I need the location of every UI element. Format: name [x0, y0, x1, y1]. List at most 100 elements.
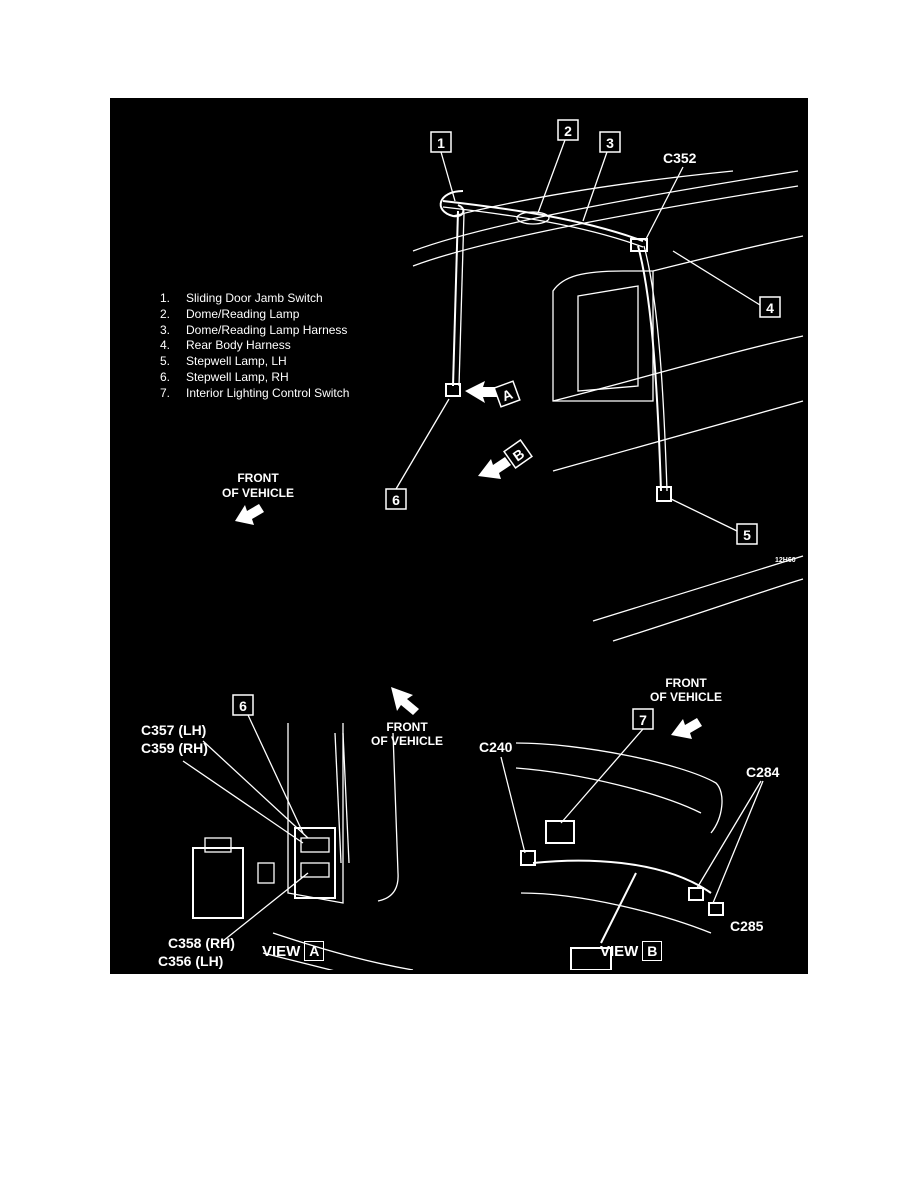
front-of-vehicle-label-top: OF VEHICLE	[222, 486, 294, 500]
harness-right-vertical-2	[643, 245, 668, 492]
view-a-pointer-box	[493, 380, 521, 408]
callout-4-leader	[672, 250, 761, 306]
harness-main	[532, 859, 712, 894]
view-a-drawing: 6 C357 (LH) C359 (RH) C358 (RH) C356 (LH…	[141, 687, 443, 970]
harness-branch	[600, 872, 637, 944]
view-b-callout-7-label: 7	[639, 712, 647, 728]
c357-leader	[202, 740, 309, 839]
socket-shape	[257, 862, 275, 884]
junction-module-shape	[570, 947, 612, 970]
legend-text-2: Dome/Reading Lamp	[186, 307, 300, 321]
callout-3-leader	[582, 151, 608, 222]
main-view-drawing: 1 2 3 C352 4 6 5 A	[160, 119, 804, 642]
front-label-top: FRONT	[237, 471, 279, 485]
view-a-arrow-icon	[465, 381, 497, 403]
dome-lamp-shape	[516, 211, 550, 225]
wire-line-1	[334, 732, 342, 864]
callout-box-2	[557, 119, 579, 141]
callout-5-label: 5	[743, 527, 751, 543]
legend-text-6: Stepwell Lamp, RH	[186, 370, 289, 384]
c285-label: C285	[730, 918, 764, 934]
callout-1-leader	[440, 151, 456, 202]
legend-num-6: 6.	[160, 370, 170, 384]
pillar-edge-right	[377, 732, 399, 902]
view-b-front-arrow-icon	[671, 718, 702, 739]
legend: 1. Sliding Door Jamb Switch 2. Dome/Read…	[160, 291, 349, 400]
body-line-mid	[552, 335, 804, 402]
view-a-front-of-vehicle-label: OF VEHICLE	[371, 734, 443, 748]
c285-connector-shape	[708, 902, 724, 916]
view-a-caption-letter: A	[304, 941, 325, 961]
floor-line-2	[612, 578, 804, 642]
stepwell-lamp-top	[204, 837, 232, 853]
callout-3-label: 3	[606, 135, 614, 151]
c284-label: C284	[746, 764, 780, 780]
view-a-front-label: FRONT	[386, 720, 428, 734]
legend-num-1: 1.	[160, 291, 170, 305]
main-view-panel: 1 2 3 C352 4 6 5 A	[113, 101, 805, 669]
callout-box-4	[759, 296, 781, 318]
legend-num-7: 7.	[160, 386, 170, 400]
view-a-caption-text: VIEW	[262, 942, 301, 960]
jamb-switch-shape	[439, 190, 465, 218]
view-b-caption-text: VIEW	[600, 942, 639, 960]
stepwell-lamp-rh-shape	[445, 383, 461, 397]
view-b-front-of-vehicle-label: OF VEHICLE	[650, 690, 722, 704]
view-a-caption: VIEW A	[262, 941, 325, 961]
legend-num-5: 5.	[160, 354, 170, 368]
callout-2-label: 2	[564, 123, 572, 139]
dash-top-outline	[515, 742, 723, 834]
legend-num-2: 2.	[160, 307, 170, 321]
view-b-arrow-icon	[478, 457, 511, 479]
c352-leader	[644, 166, 684, 242]
roof-edge-line	[412, 170, 799, 252]
figure-code: 12H60	[775, 557, 796, 564]
c357-label: C357 (LH)	[141, 722, 206, 738]
harness-left-vertical-2	[458, 212, 465, 387]
c284-leader-2	[712, 780, 764, 904]
stepwell-lamp-body	[192, 847, 244, 919]
c284-connector-shape	[688, 887, 704, 901]
callout-2-leader	[537, 139, 566, 214]
c240-connector-shape	[520, 850, 536, 866]
legend-text-1: Sliding Door Jamb Switch	[186, 291, 323, 305]
legend-text-3: Dome/Reading Lamp Harness	[186, 323, 347, 337]
harness-left-vertical	[452, 210, 459, 387]
roof-edge-line-inner	[412, 185, 799, 267]
diagram-figure: 1 2 3 C352 4 6 5 A	[110, 98, 808, 974]
c359-leader	[182, 760, 304, 844]
view-a-callout-box-6	[232, 694, 254, 716]
view-a-front-arrow-icon	[391, 687, 419, 715]
floor-line	[272, 932, 414, 970]
stepwell-lamp-lh-shape	[656, 486, 672, 502]
floor-line-2	[262, 952, 334, 970]
view-b-drawing: 7 C240 C284 FRONT OF VEHICLE	[479, 676, 780, 970]
harness-right-vertical	[637, 245, 662, 492]
view-b-caption-letter: B	[642, 941, 663, 961]
c240-leader	[500, 756, 526, 854]
callout-4-label: 4	[766, 300, 774, 316]
callout-box-5	[736, 523, 758, 545]
c352-label: C352	[663, 150, 697, 166]
door-window	[577, 285, 639, 392]
floor-line-1	[592, 555, 804, 622]
legend-num-4: 4.	[160, 338, 170, 352]
legend-text-4: Rear Body Harness	[186, 338, 291, 352]
control-switch-shape	[545, 820, 575, 844]
front-arrow-icon	[235, 504, 264, 525]
wire-line-2	[342, 732, 350, 864]
body-line-lower	[552, 400, 804, 472]
c359-label: C359 (RH)	[141, 740, 208, 756]
c358-label: C358 (RH)	[168, 935, 235, 951]
view-b-caption: VIEW B	[600, 941, 663, 961]
connector-c357-c359	[300, 837, 330, 853]
callout-1-label: 1	[437, 135, 445, 151]
c284-leader-1	[696, 780, 762, 889]
c356-label: C356 (LH)	[158, 953, 223, 969]
connector-block	[294, 827, 336, 899]
c240-label: C240	[479, 739, 513, 755]
callout-box-3	[599, 131, 621, 153]
roof-rail-line	[452, 170, 734, 217]
view-b-front-label: FRONT	[665, 676, 707, 690]
callout-5-leader	[670, 498, 738, 532]
